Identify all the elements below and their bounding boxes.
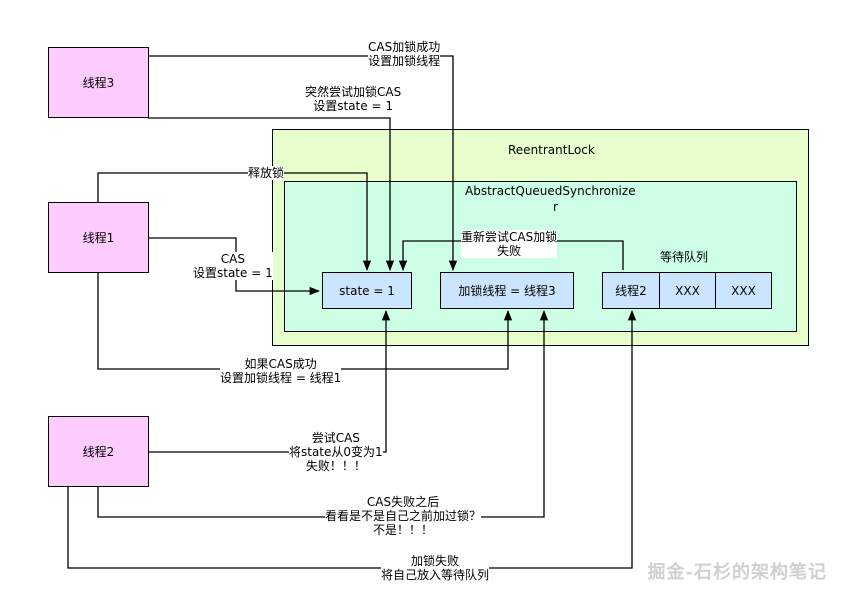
label-cas-success: CAS加锁成功设置加锁线程 [368, 40, 441, 68]
arrow-thread2-cas-state [148, 309, 391, 453]
arrow-thread1-release [97, 172, 372, 272]
queue-item-xxx-2: XXX [715, 272, 772, 309]
thread2-box: 线程2 [48, 416, 149, 487]
thread1-box: 线程1 [48, 202, 149, 273]
aqs-title-line1: AbstractQueuedSynchronize [465, 184, 636, 198]
queue-title: 等待队列 [660, 250, 709, 264]
watermark: 掘金-石杉的架构笔记 [647, 562, 827, 583]
label-if-success: 如果CAS成功设置加锁线程 = 线程1 [220, 357, 342, 385]
arrow-thread3-set-lock-thread [148, 55, 458, 272]
label-retry-cas: 重新尝试CAS加锁失败 [461, 230, 558, 258]
queue-item-thread2: 线程2 [602, 272, 660, 309]
arrow-thread3-cas-state [148, 117, 395, 272]
label-enqueue: 加锁失败将自己放入等待队列 [381, 554, 490, 582]
queue-item-xxx-1: XXX [659, 272, 716, 309]
arrow-thread2-check-lock-thread [97, 309, 549, 518]
label-release: 释放锁 [248, 166, 285, 180]
lock-thread-cell: 加锁线程 = 线程3 [440, 272, 574, 309]
label-after-fail: CAS失败之后看看是不是自己之前加过锁？不是！！！ [325, 495, 482, 537]
reentrant-lock-title: ReentrantLock [508, 143, 595, 157]
aqs-title-line2: r [553, 200, 558, 214]
arrow-thread2-enqueue [67, 309, 637, 569]
state-cell: state = 1 [322, 272, 412, 309]
thread3-box: 线程3 [48, 47, 149, 118]
